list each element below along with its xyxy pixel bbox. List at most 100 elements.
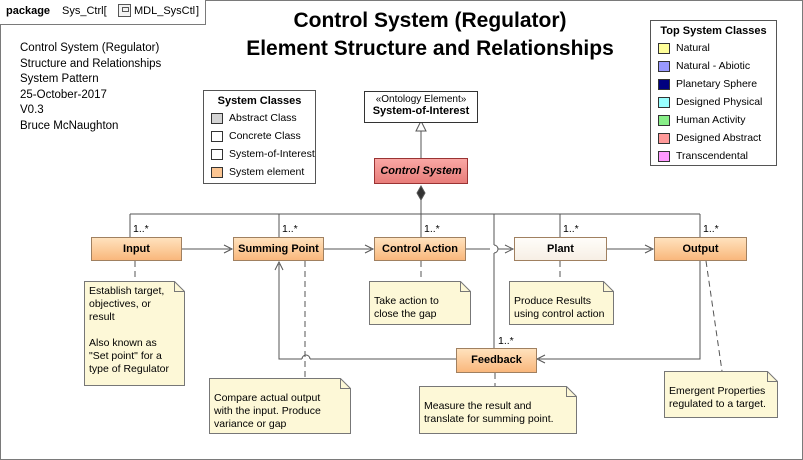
info-line: Structure and Relationships — [20, 57, 162, 70]
flow-feedback-to-summing-b — [278, 264, 302, 360]
plant-block[interactable]: Plant — [514, 237, 607, 261]
diagram-info: Control System (Regulator) Structure and… — [20, 41, 161, 134]
note-shape — [419, 386, 577, 434]
legend-label: Concrete Class — [229, 130, 301, 142]
legend-item: Abstract Class — [211, 110, 315, 128]
legend-label: Designed Physical — [676, 96, 763, 108]
title-line-2: Element Structure and Relationships — [246, 37, 614, 60]
control-action-block[interactable]: Control Action — [374, 237, 466, 261]
note-shape — [369, 281, 471, 325]
legend-item: Natural — [658, 40, 776, 58]
control-action-note: Take action to close the gap — [369, 281, 471, 325]
info-line: Bruce McNaughton — [20, 119, 119, 132]
line-hop — [493, 244, 499, 254]
note-text: Measure the result and translate for sum… — [424, 400, 554, 425]
multiplicity-label: 1..* — [498, 335, 514, 347]
info-line: System Pattern — [20, 73, 99, 85]
swatch — [211, 131, 223, 142]
legend-item: Human Activity — [658, 112, 776, 130]
frame-bracket: ] — [196, 5, 200, 17]
title-line-1: Control System (Regulator) — [293, 9, 567, 32]
frame-diagram-name: MDL_SysCtl — [134, 5, 196, 17]
legend-label: Abstract Class — [229, 112, 297, 124]
info-line: 25-October-2017 — [20, 88, 107, 101]
frame-keyword: package — [6, 5, 51, 17]
summing-point-block[interactable]: Summing Point — [233, 237, 324, 261]
note-text: Produce Results using control action — [514, 295, 605, 320]
frame-header: package Sys_Ctrl[ MDL_SysCtl ] — [0, 0, 206, 25]
flow-output-to-feedback — [539, 261, 701, 360]
legend-item: Concrete Class — [211, 128, 315, 146]
note-text: Establish target, objectives, or result … — [89, 285, 169, 375]
legend-label: Planetary Sphere — [676, 78, 758, 90]
composition-diamond — [416, 184, 426, 202]
note-shape — [84, 281, 185, 386]
legend-label: System-of-Interest — [229, 148, 315, 160]
output-block[interactable]: Output — [654, 237, 747, 261]
frame-package-name: Sys_Ctrl[ — [62, 5, 107, 17]
system-of-interest-block[interactable]: «Ontology Element» System-of-Interest — [364, 91, 478, 123]
package-diagram-icon — [118, 4, 131, 17]
legend-title: Top System Classes — [660, 25, 767, 37]
legend-item: Designed Abstract — [658, 130, 776, 148]
note-text: Take action to close the gap — [374, 295, 439, 320]
legend-label: Natural — [676, 42, 710, 54]
generalization-arrowhead — [415, 119, 427, 132]
input-note: Establish target, objectives, or result … — [84, 281, 185, 386]
flow-arrowhead — [274, 260, 284, 271]
input-block[interactable]: Input — [91, 237, 182, 261]
swatch — [658, 97, 670, 108]
flow-arrowhead — [504, 244, 515, 254]
diagram-title: Control System (Regulator) Element Struc… — [200, 7, 660, 63]
legend-label: Human Activity — [676, 114, 746, 126]
flow-arrowhead — [223, 244, 234, 254]
legend-item: System-of-Interest — [211, 146, 315, 164]
multiplicity-label: 1..* — [424, 223, 440, 235]
swatch — [211, 167, 223, 178]
note-text: Compare actual output with the input. Pr… — [214, 392, 321, 430]
note-shape — [209, 378, 351, 434]
control-system-block[interactable]: Control System — [374, 158, 468, 184]
legend-item: Planetary Sphere — [658, 76, 776, 94]
multiplicity-label: 1..* — [563, 223, 579, 235]
flow-arrowhead — [364, 244, 375, 254]
multiplicity-label: 1..* — [282, 223, 298, 235]
legend-item: Natural - Abiotic — [658, 58, 776, 76]
block-name: System-of-Interest — [372, 105, 470, 117]
plant-note: Produce Results using control action — [509, 281, 614, 325]
system-classes-legend: System Classes Abstract Class Concrete C… — [203, 90, 316, 184]
swatch — [211, 149, 223, 160]
multiplicity-label: 1..* — [133, 223, 149, 235]
swatch — [211, 113, 223, 124]
legend-item: Designed Physical — [658, 94, 776, 112]
info-line: Control System (Regulator) — [20, 42, 160, 54]
swatch — [658, 133, 670, 144]
legend-label: Designed Abstract — [676, 132, 762, 144]
legend-label: Transcendental — [676, 150, 748, 162]
stereotype-label: «Ontology Element» — [375, 94, 467, 105]
multiplicity-label: 1..* — [703, 223, 719, 235]
line-hop — [301, 354, 311, 360]
package-name: Sys_Ctrl — [62, 5, 104, 17]
info-line: V0.3 — [20, 104, 44, 116]
legend-item: Transcendental — [658, 148, 776, 166]
output-note: Emergent Properties regulated to a targe… — [664, 371, 778, 418]
top-system-classes-legend: Top System Classes Natural Natural - Abi… — [650, 20, 777, 166]
feedback-block[interactable]: Feedback — [456, 348, 537, 373]
note-anchor-output — [705, 260, 723, 372]
swatch — [658, 43, 670, 54]
flow-arrowhead — [644, 244, 655, 254]
legend-title: System Classes — [217, 95, 302, 107]
swatch — [658, 79, 670, 90]
swatch — [658, 151, 670, 162]
swatch — [658, 115, 670, 126]
legend-item: System element — [211, 164, 315, 182]
summing-point-note: Compare actual output with the input. Pr… — [209, 378, 351, 434]
note-shape — [664, 371, 778, 418]
legend-label: Natural - Abiotic — [676, 60, 751, 72]
flow-arrowhead — [535, 354, 546, 364]
legend-label: System element — [229, 166, 305, 178]
note-text: Emergent Properties regulated to a targe… — [669, 385, 766, 410]
swatch — [658, 61, 670, 72]
